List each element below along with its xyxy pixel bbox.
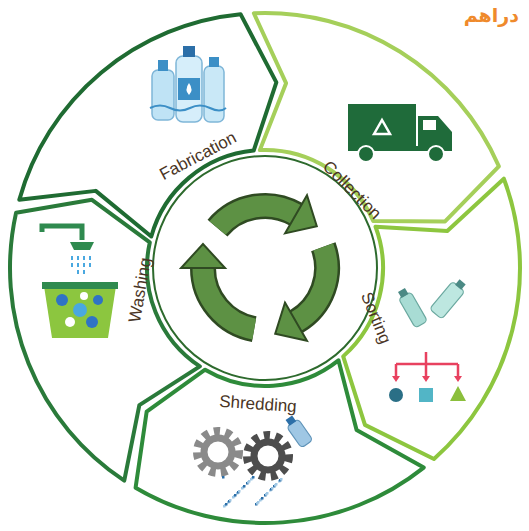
segment-arrow [343,179,520,459]
step-label: Washing [126,256,154,323]
washing-segment: Washing [6,164,207,489]
segment-outline [321,168,524,491]
segment-arrow [19,14,276,236]
fabrication-segment: Fabrication [13,9,292,244]
segment-arrow [254,13,499,221]
step-label: Sorting [358,290,394,346]
segment-arrow [10,200,200,481]
step-label: Fabrication [157,129,239,183]
truck-icon [348,104,452,162]
segment-arrow [136,360,424,523]
recycle-symbol [176,195,352,349]
shredding-segment: Shredding [93,353,433,527]
step-label: Collection [320,158,385,223]
segment-outline [93,353,433,527]
sorting-icon [389,277,469,402]
bottles-icon [150,46,226,122]
segment-outline [13,9,292,244]
segment-outline [6,164,207,489]
collection-segment: Collection [243,9,518,246]
watermark: دراهم [464,4,519,26]
step-label: Shredding [219,393,298,415]
gears-icon [198,414,313,508]
sorting-segment: Sorting [321,168,524,491]
washing-icon [42,226,118,338]
